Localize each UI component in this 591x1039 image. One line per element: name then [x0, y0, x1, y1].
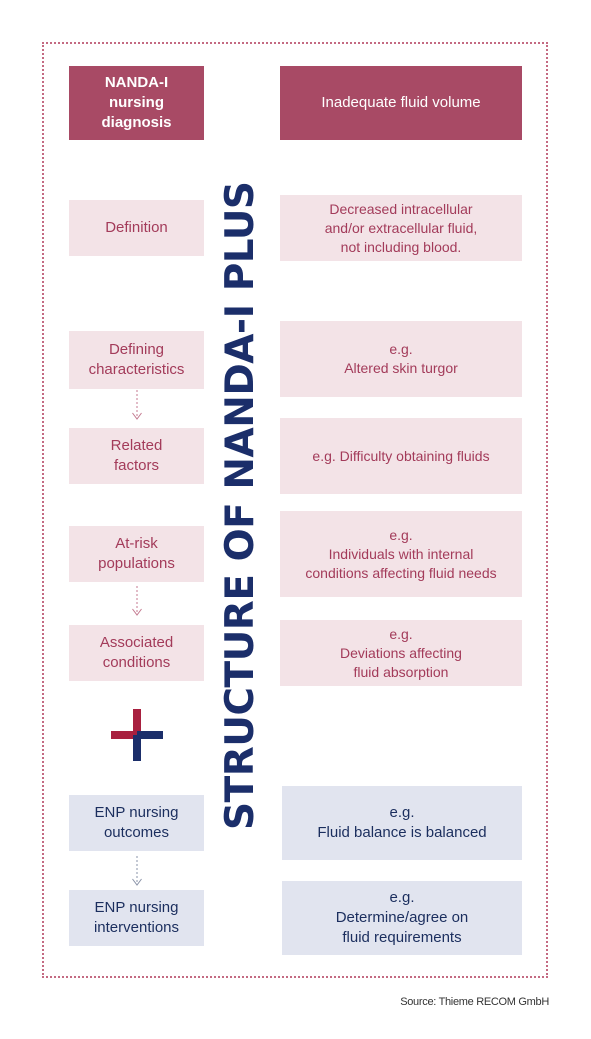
definition-label-box: Definition — [69, 200, 204, 256]
definition-label: Definition — [105, 219, 168, 236]
at-risk-populations-label: At-risk populations — [98, 535, 175, 572]
enp-interventions-value-box: e.g. Determine/agree on fluid requiremen… — [282, 881, 522, 955]
diagnosis-label: NANDA-I nursing diagnosis — [101, 74, 172, 131]
associated-conditions-label-box: Associated conditions — [69, 625, 204, 681]
enp-interventions-label-box: ENP nursing interventions — [69, 890, 204, 946]
associated-conditions-value-box: e.g. Deviations affecting fluid absorpti… — [280, 620, 522, 686]
dotted-frame — [42, 42, 548, 978]
arrow-down-icon — [132, 390, 142, 420]
enp-outcomes-value-box: e.g. Fluid balance is balanced — [282, 786, 522, 860]
diagnosis-label-box: NANDA-I nursing diagnosis — [69, 66, 204, 140]
enp-outcomes-label-box: ENP nursing outcomes — [69, 795, 204, 851]
related-factors-value-box: e.g. Difficulty obtaining fluids — [280, 418, 522, 494]
defining-characteristics-label: Defining characteristics — [88, 341, 185, 378]
plus-icon — [111, 709, 163, 761]
definition-value-box: Decreased intracellular and/or extracell… — [280, 195, 522, 261]
defining-characteristics-label-box: Defining characteristics — [69, 331, 204, 389]
at-risk-populations-label-box: At-risk populations — [69, 526, 204, 582]
arrow-down-icon — [132, 856, 142, 886]
enp-outcomes-value: e.g. Fluid balance is balanced — [317, 804, 487, 841]
associated-conditions-value: e.g. Deviations affecting fluid absorpti… — [340, 625, 462, 680]
at-risk-populations-value-box: e.g. Individuals with internal condition… — [280, 511, 522, 597]
at-risk-populations-value: e.g. Individuals with internal condition… — [305, 526, 497, 581]
associated-conditions-label: Associated conditions — [99, 634, 174, 671]
related-factors-label: Related factors — [110, 437, 163, 474]
source-credit: Source: Thieme RECOM GmbH — [400, 996, 549, 1008]
arrow-down-icon — [132, 586, 142, 616]
diagnosis-value-box: Inadequate fluid volume — [280, 66, 522, 140]
defining-characteristics-value: e.g. Altered skin turgor — [344, 341, 458, 376]
related-factors-label-box: Related factors — [69, 428, 204, 484]
definition-value: Decreased intracellular and/or extracell… — [324, 200, 478, 255]
enp-interventions-value: e.g. Determine/agree on fluid requiremen… — [335, 889, 469, 946]
defining-characteristics-value-box: e.g. Altered skin turgor — [280, 321, 522, 397]
diagnosis-value: Inadequate fluid volume — [321, 94, 481, 111]
vertical-title: STRUCTURE OF NANDA-I PLUS — [218, 181, 263, 830]
related-factors-value: e.g. Difficulty obtaining fluids — [312, 447, 490, 464]
enp-interventions-label: ENP nursing interventions — [93, 899, 180, 936]
enp-outcomes-label: ENP nursing outcomes — [94, 804, 179, 841]
